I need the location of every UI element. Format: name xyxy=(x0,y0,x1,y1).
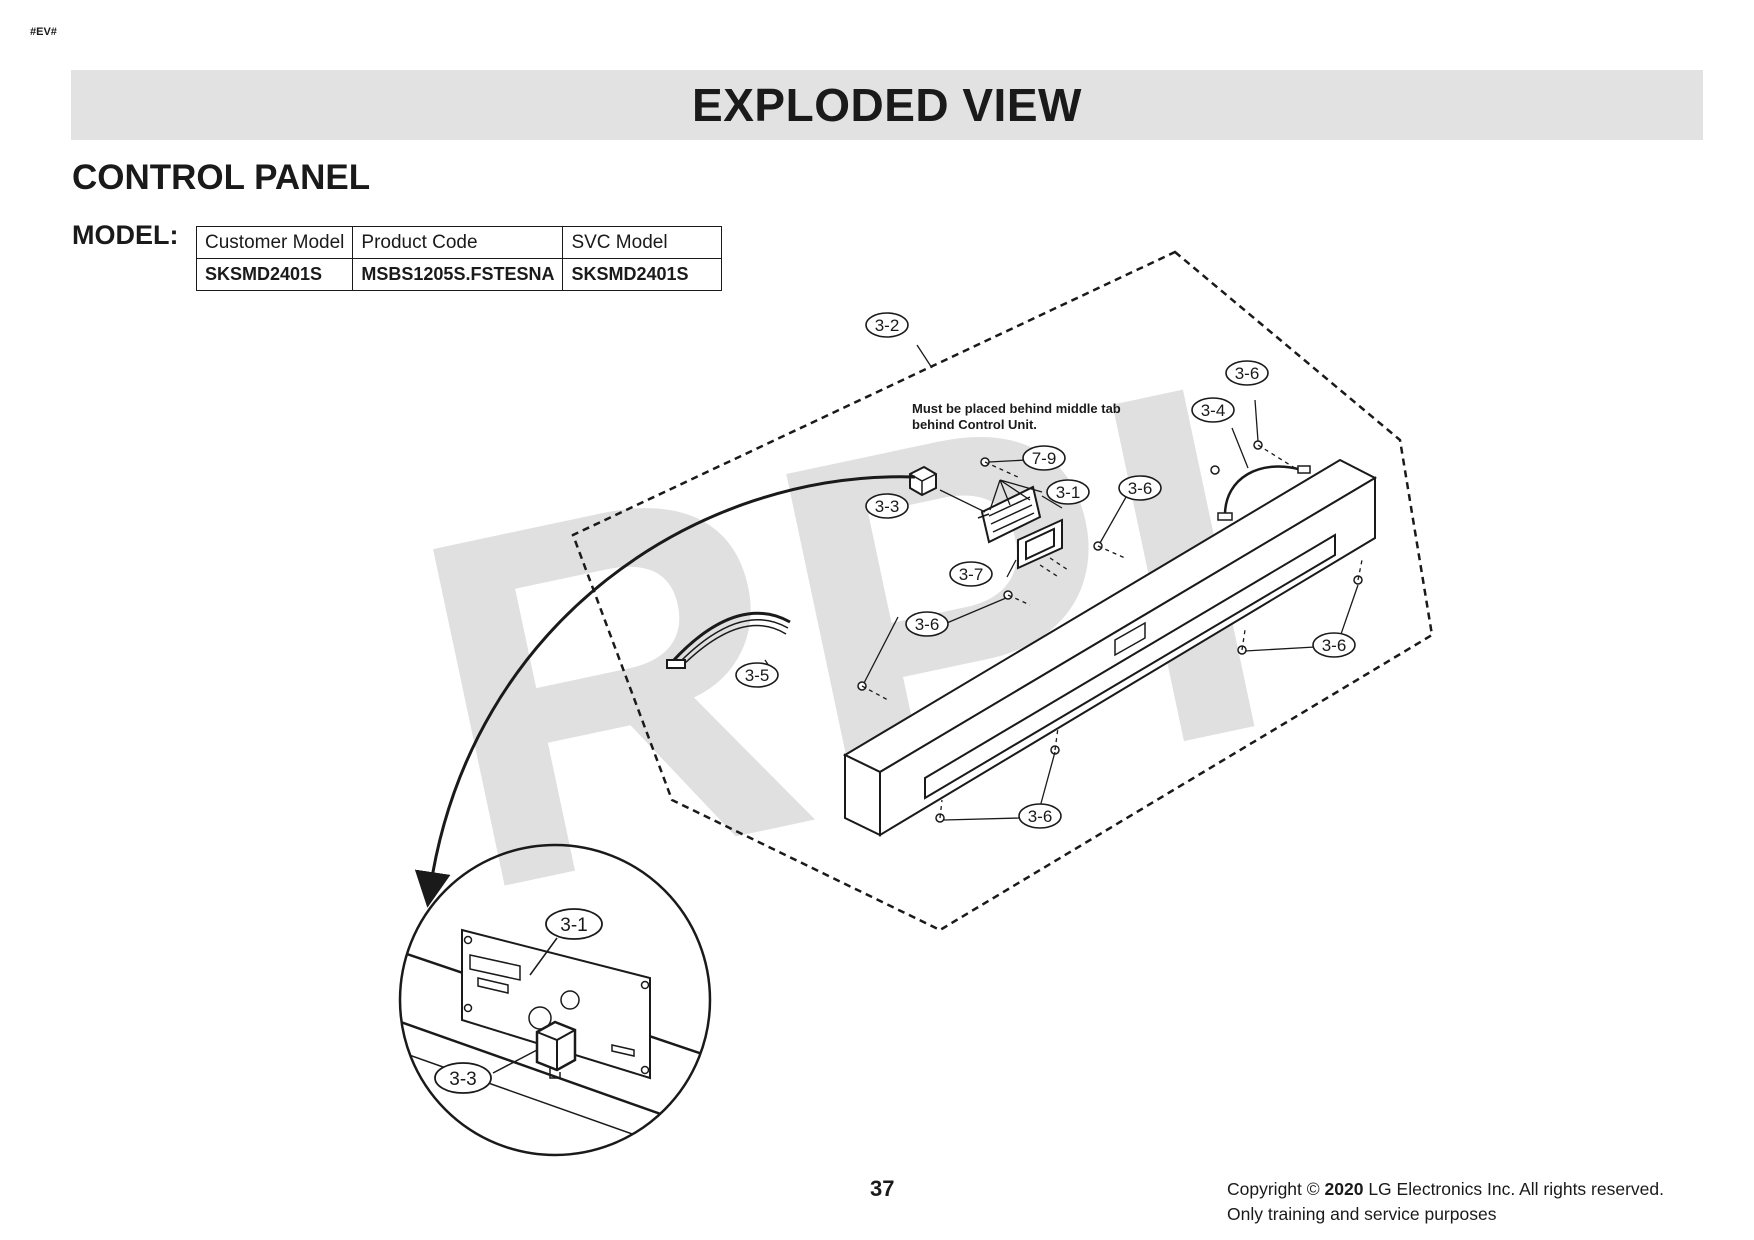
callout-3-6-left: 3-6 xyxy=(905,611,949,637)
svg-text:3-6: 3-6 xyxy=(1322,636,1347,655)
detail-arrow xyxy=(414,475,916,908)
svg-text:3-3: 3-3 xyxy=(449,1069,476,1090)
callout-3-6-right: 3-6 xyxy=(1312,632,1356,658)
callout-7-9: 7-9 xyxy=(1022,445,1066,471)
page-number: 37 xyxy=(870,1176,895,1201)
svg-text:3-6: 3-6 xyxy=(915,615,940,634)
control-panel-bar xyxy=(842,458,1378,837)
svg-text:3-6: 3-6 xyxy=(1128,479,1153,498)
svg-text:3-2: 3-2 xyxy=(875,316,900,335)
svg-text:3-5: 3-5 xyxy=(745,666,770,685)
svg-text:3-1: 3-1 xyxy=(560,915,587,936)
value-product-code: MSBS1205S.FSTESNA xyxy=(352,258,564,291)
model-table: Customer Model Product Code SVC Model SK… xyxy=(195,226,723,291)
model-table-header-row: Customer Model Product Code SVC Model xyxy=(195,226,723,259)
model-table-value-row: SKSMD2401S MSBS1205S.FSTESNA SKSMD2401S xyxy=(195,258,723,291)
page-title: EXPLODED VIEW xyxy=(692,79,1082,131)
callout-3-7: 3-7 xyxy=(949,561,993,587)
title-bar: EXPLODED VIEW xyxy=(71,70,1703,140)
copyright-line-2: Only training and service purposes xyxy=(1227,1204,1497,1224)
value-svc-model: SKSMD2401S xyxy=(562,258,723,291)
svg-text:3-6: 3-6 xyxy=(1235,364,1260,383)
callout-3-6-upper-mid: 3-6 xyxy=(1118,475,1162,501)
callouts: 3-2 3-6 3-4 7-9 3-1 3-6 3-3 3-7 xyxy=(735,312,1356,829)
copyright-line-1: Copyright © 2020 LG Electronics Inc. All… xyxy=(1227,1177,1664,1202)
clip-part xyxy=(909,465,937,497)
model-label: MODEL: xyxy=(72,220,179,250)
section-title: CONTROL PANEL xyxy=(72,158,371,197)
copyright-prefix: Copyright © xyxy=(1227,1179,1325,1199)
detail-callout-3-3: 3-3 xyxy=(434,1062,492,1094)
wire-harness-part xyxy=(666,611,791,669)
wire-harness-part-2 xyxy=(1217,465,1311,521)
svg-text:3-3: 3-3 xyxy=(875,497,900,516)
page-tag: #EV# xyxy=(30,26,57,38)
copyright-year: 2020 xyxy=(1324,1179,1364,1199)
callout-3-1: 3-1 xyxy=(1046,479,1090,505)
svg-text:3-7: 3-7 xyxy=(959,565,984,584)
placement-note-line-1: Must be placed behind middle tab xyxy=(912,401,1121,416)
frame-part xyxy=(1017,518,1063,570)
control-unit-part xyxy=(977,485,1042,544)
copyright-notice: Copyright © 2020 LG Electronics Inc. All… xyxy=(1227,1177,1664,1227)
detail-callout-3-1: 3-1 xyxy=(545,908,603,940)
callout-3-3: 3-3 xyxy=(865,493,909,519)
svg-text:3-6: 3-6 xyxy=(1028,807,1053,826)
header-customer-model: Customer Model xyxy=(195,226,354,259)
svg-text:7-9: 7-9 xyxy=(1032,449,1057,468)
assembly-boundary xyxy=(571,250,1434,932)
callout-3-2: 3-2 xyxy=(865,312,909,338)
placement-note-line-2: behind Control Unit. xyxy=(912,417,1037,432)
svg-text:3-4: 3-4 xyxy=(1201,401,1226,420)
value-customer-model: SKSMD2401S xyxy=(195,258,354,291)
callout-3-4: 3-4 xyxy=(1191,397,1235,423)
copyright-suffix: LG Electronics Inc. All rights reserved. xyxy=(1363,1179,1664,1199)
header-product-code: Product Code xyxy=(352,226,564,259)
callout-3-6-bottom: 3-6 xyxy=(1018,803,1062,829)
callout-3-6-top: 3-6 xyxy=(1225,360,1269,386)
callout-3-5: 3-5 xyxy=(735,662,779,688)
svg-text:3-1: 3-1 xyxy=(1056,483,1081,502)
